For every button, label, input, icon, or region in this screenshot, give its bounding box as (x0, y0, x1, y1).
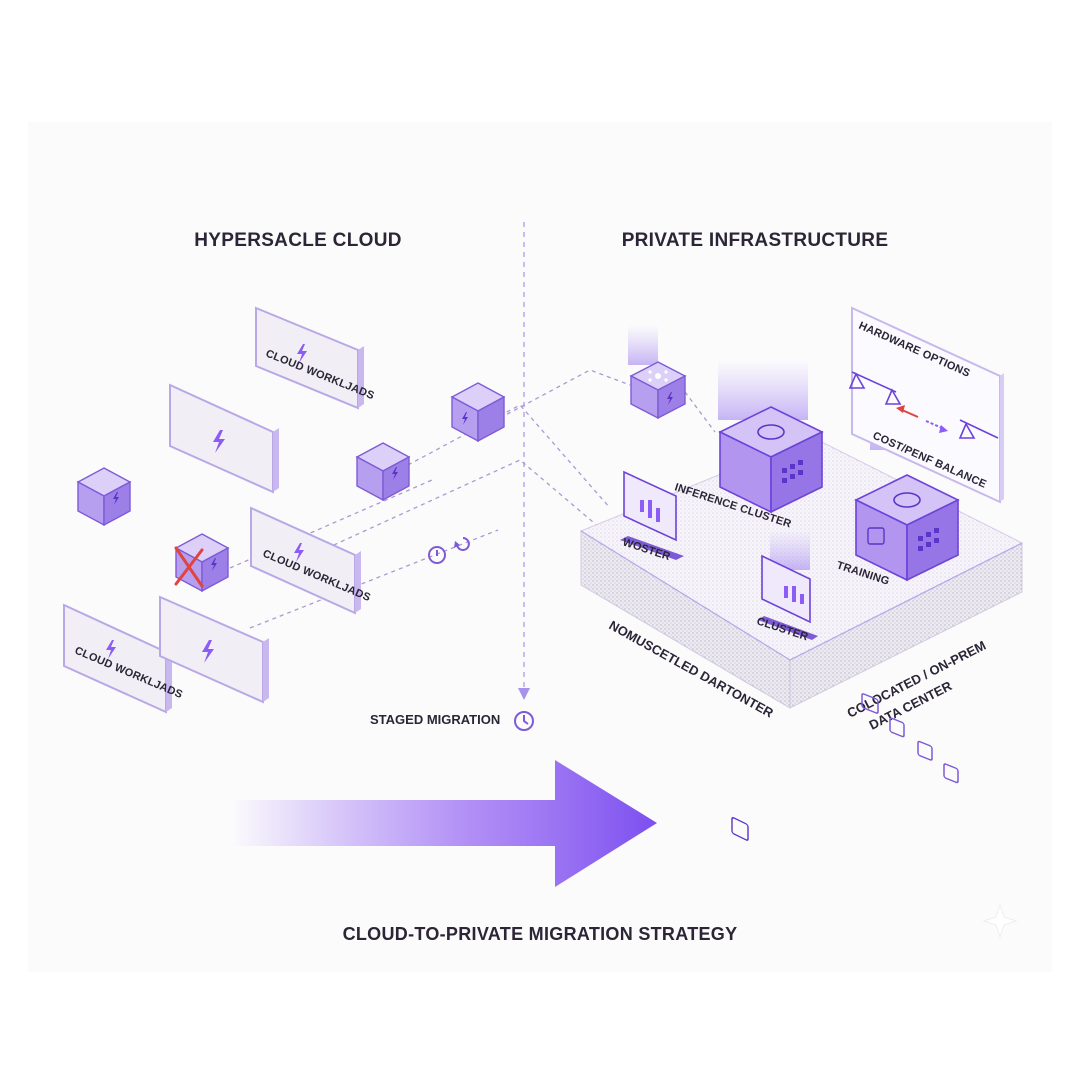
migration-strategy-title: CLOUD-TO-PRIVATE MIGRATION STRATEGY (343, 924, 738, 944)
sparkle-icon (982, 903, 1018, 939)
error-x-icon (174, 546, 204, 588)
timer-icon (428, 546, 446, 564)
cloud-workload-tile-large[interactable] (169, 383, 279, 494)
lightning-icon (202, 640, 214, 663)
server-icon (867, 527, 885, 545)
bar-chart-icon (784, 586, 804, 604)
lightning-icon (294, 543, 304, 562)
light-beam (718, 360, 808, 420)
inference-cluster-cube[interactable] (718, 406, 824, 841)
lightning-icon (297, 344, 307, 363)
server-icon (731, 816, 749, 841)
private-infrastructure-title: PRIVATE INFRASTRUCTURE (622, 230, 889, 251)
workload-cube-migrating[interactable] (450, 382, 506, 443)
tradeoff-arrows-icon (896, 405, 948, 433)
cluster-monitor[interactable] (758, 554, 818, 640)
workload-cube-far-left[interactable] (76, 467, 132, 527)
hardware-chip-icons (861, 693, 959, 784)
light-beam (628, 325, 658, 365)
workload-cube-failed[interactable] (174, 533, 230, 593)
port-grid-icon (782, 460, 803, 483)
lightning-icon (113, 492, 119, 505)
bar-chart-icon (640, 500, 660, 522)
lightning-icon (213, 430, 225, 453)
cloud-workload-tile-mid[interactable]: CLOUD WORKLJADS (250, 506, 372, 615)
refresh-icon (454, 537, 470, 551)
chip-icon (893, 492, 921, 508)
training-cube[interactable] (854, 474, 960, 582)
lightning-icon (462, 412, 468, 425)
divider-arrowhead (518, 688, 530, 700)
chip-icon (757, 424, 785, 440)
lightning-icon (392, 467, 398, 480)
woster-monitor[interactable] (620, 470, 684, 560)
hyperscale-cloud-title: HYPERSACLE CLOUD (194, 230, 401, 251)
lightning-icon (211, 558, 217, 571)
lightning-icon (667, 392, 673, 405)
migration-direction-arrow (232, 760, 657, 887)
clock-icon (514, 711, 534, 731)
staged-migration-label: STAGED MIGRATION (370, 712, 500, 727)
balance-scale-icon (848, 371, 999, 439)
workload-cube-center[interactable] (355, 442, 411, 502)
network-node-icon (648, 370, 668, 382)
port-grid-icon (918, 528, 939, 551)
network-cube[interactable] (629, 361, 687, 420)
lightning-icon (106, 640, 116, 659)
cloud-workload-tile-bottom[interactable] (159, 595, 269, 704)
